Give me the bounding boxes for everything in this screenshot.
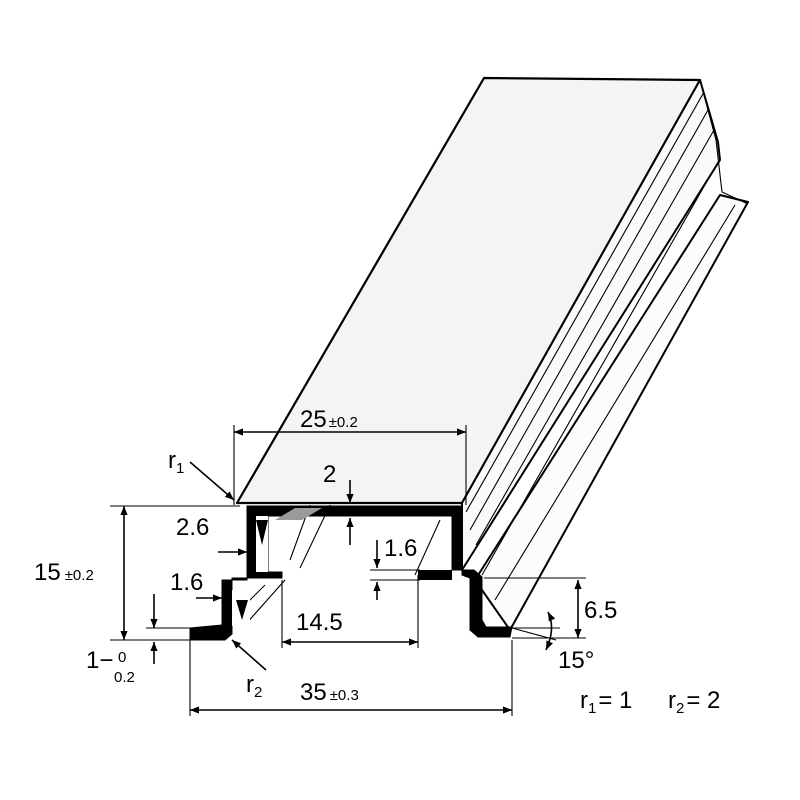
label-base-tol-lower: 0.2 (114, 669, 135, 686)
edge-line (475, 129, 715, 546)
label-r2: r2 (246, 671, 262, 701)
cross-section-detail (418, 570, 452, 580)
r2-leader (231, 639, 267, 671)
dimension-labels: 25±0.2 2 2.6 1.6 1.6 15±0.2 1− 0 0.2 14.… (34, 406, 720, 717)
legend-r1: r1= 1 (580, 687, 632, 717)
rail-cross-section (189, 505, 513, 641)
rail-body (224, 76, 749, 631)
label-top-width: 25±0.2 (300, 406, 358, 433)
r1-leader (189, 461, 235, 501)
label-base-thickness: 1− (86, 647, 113, 674)
label-inner-lip: 1.6 (384, 535, 417, 562)
edge-line (469, 109, 709, 531)
dimensions (110, 425, 586, 716)
edge-line (494, 204, 736, 601)
label-base-tol-upper: 0 (118, 649, 126, 666)
label-lower-lip: 1.6 (170, 569, 203, 596)
angle-arc (545, 611, 556, 651)
label-angle: 15° (558, 647, 594, 674)
cross-section-detail (236, 600, 248, 620)
label-inner-offset: 2.6 (176, 514, 209, 541)
label-overall-width: 35±0.3 (300, 679, 359, 706)
label-r1: r1 (168, 447, 184, 477)
edge-line (414, 519, 441, 576)
legend-r2: r2= 2 (668, 687, 720, 717)
edge-line (721, 191, 749, 205)
edge-line (244, 579, 286, 626)
edge-line (715, 139, 723, 193)
edge-line (465, 91, 705, 513)
label-height: 15±0.2 (34, 559, 94, 586)
cross-section-detail (256, 520, 268, 545)
label-thickness-top: 2 (323, 461, 336, 488)
label-inner-width: 14.5 (296, 609, 343, 636)
highlight (275, 508, 322, 520)
label-flange-height: 6.5 (584, 597, 617, 624)
edge-line (481, 161, 719, 576)
